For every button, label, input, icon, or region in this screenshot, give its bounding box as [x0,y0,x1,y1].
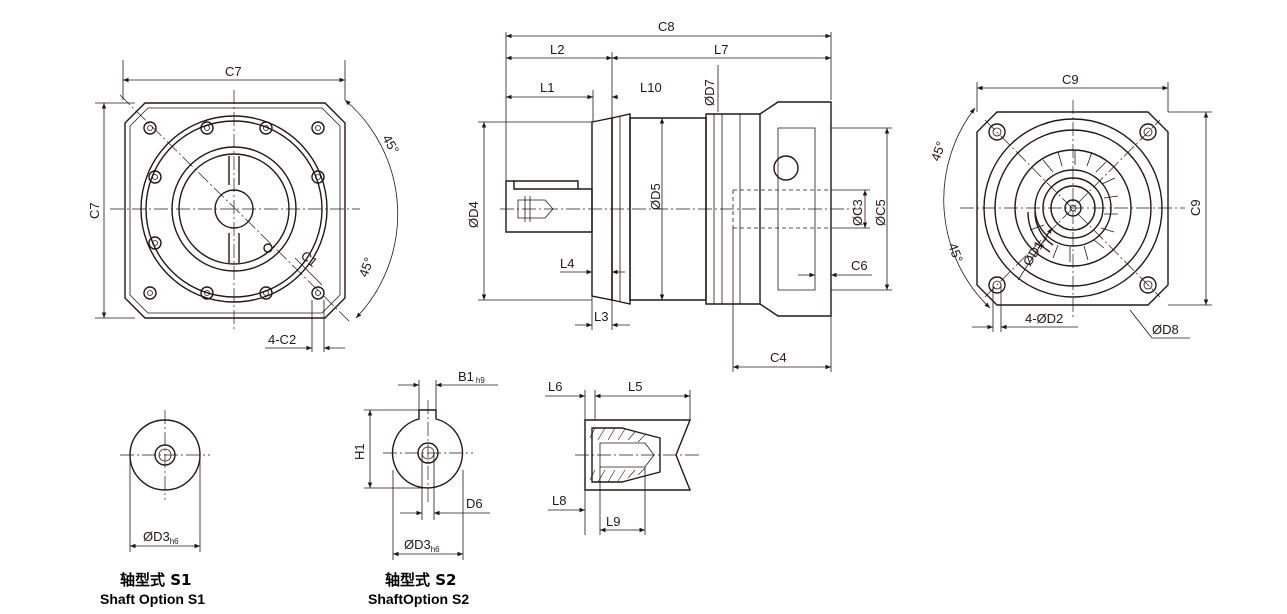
dim-d8: ØD8 [1152,322,1179,337]
caption-s1-cn: 轴型式 S1 [120,571,191,589]
dim-l4: L4 [560,256,574,271]
dim-h1: H1 [352,443,367,460]
dim-angle-45-bottom-rear: 45° [945,241,966,265]
dim-l2: L2 [550,42,564,57]
dim-4-d2: 4-ØD2 [1025,311,1063,326]
side-view: C8 L2 L7 L1 L10 ØD7 [466,19,892,372]
dim-d4: ØD4 [466,201,481,228]
dim-c9-top: C9 [1062,72,1079,87]
dim-b1-tolerance: h9 [476,376,485,385]
dim-d3-s1: ØD3h6 [143,529,179,546]
dim-c5: ØC5 [873,199,888,226]
dim-c7-top: C7 [225,64,242,79]
dim-d3-s2-tolerance: h6 [431,545,440,554]
front-view: C7 C7 [87,60,402,352]
dim-c3: ØC3 [850,199,865,226]
rear-ribs [1027,150,1119,262]
dim-l8: L8 [552,493,566,508]
dim-angle-45-top-rear: 45° [928,139,949,163]
dim-b1-label: B1 [458,369,474,384]
dim-l3: L3 [594,309,608,324]
dim-d6: D6 [466,496,483,511]
section-hatching [589,427,646,483]
dim-l9: L9 [606,514,620,529]
dim-l5: L5 [628,379,642,394]
rear-view: C9 C9 45° [928,72,1212,339]
dim-c7-side: C7 [87,202,102,219]
front-mounting-holes [143,121,325,300]
dim-d7: ØD7 [702,79,717,106]
caption-s2-cn: 轴型式 S2 [385,571,456,589]
dim-angle-45-bottom: 45° [356,255,377,279]
dim-angle-45-top: 45° [379,132,402,157]
shaft-end-detail: L6 L5 L8 L9 [545,379,700,535]
dim-c8: C8 [658,19,675,34]
dim-4-c2: 4-C2 [268,332,296,347]
dim-c4: C4 [770,350,787,365]
dim-l6: L6 [548,379,562,394]
dim-d3-s1-label: ØD3 [143,529,170,544]
dim-d3-s2-label: ØD3 [404,537,431,552]
dim-l1: L1 [540,80,554,95]
dim-d3-s1-tolerance: h6 [170,537,179,546]
caption-s2-en: ShaftOption S2 [368,591,469,607]
dim-c6: C6 [851,258,868,273]
dim-d5: ØD5 [648,183,663,210]
dim-c9-side: C9 [1188,199,1203,216]
shaft-option-s1: ØD3h6 轴型式 S1 Shaft Option S1 [100,410,210,607]
dim-l7: L7 [714,42,728,57]
dim-d3-s2: ØD3h6 [404,537,440,554]
caption-s1-en: Shaft Option S1 [100,591,205,607]
dim-l10: L10 [640,80,662,95]
